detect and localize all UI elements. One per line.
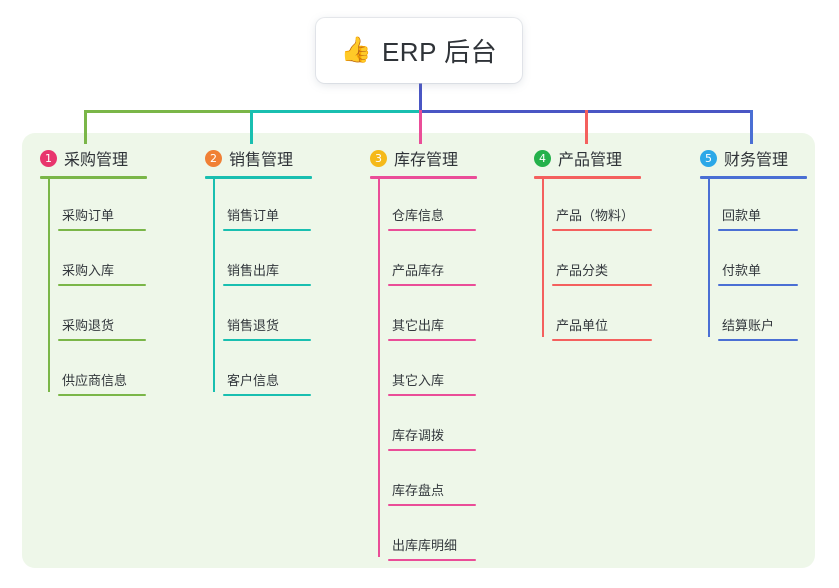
branch-leaf-rule — [58, 394, 146, 396]
branch-leaf-item[interactable]: 出库库明细 — [388, 535, 476, 561]
branch-number-badge: 4 — [534, 149, 551, 167]
branch-leaf-item[interactable]: 产品库存 — [388, 260, 476, 286]
branch-leaf-item[interactable]: 库存调拨 — [388, 425, 476, 451]
branch-leaf-item[interactable]: 供应商信息 — [58, 370, 146, 396]
thumbs-up-icon: 👍 — [340, 36, 372, 64]
branch-leaf-rule — [223, 284, 311, 286]
branch-number-badge: 1 — [40, 149, 57, 167]
branch-leaf-label: 产品单位 — [556, 318, 609, 333]
branch-leaf-item[interactable]: 销售出库 — [223, 260, 311, 286]
branch-leaf-rule — [388, 339, 476, 341]
branch-leaf-rule — [388, 229, 476, 231]
branch-leaf-item[interactable]: 采购退货 — [58, 315, 146, 341]
branch-header-rule — [205, 176, 312, 179]
branch-leaf-label: 产品库存 — [392, 263, 445, 278]
branch-leaf-item[interactable]: 产品（物料） — [552, 205, 652, 231]
branch-leaf-item[interactable]: 结算账户 — [718, 315, 798, 341]
branch-column-5: 5 财务管理 — [700, 146, 807, 179]
branch-column-4: 4 产品管理 — [534, 146, 641, 179]
branch-header-3[interactable]: 3 库存管理 — [370, 146, 477, 170]
branch-number-badge: 3 — [370, 149, 387, 167]
branch-leaf-rule — [718, 284, 798, 286]
branch-leaf-label: 出库库明细 — [392, 538, 458, 553]
branch-title: 财务管理 — [724, 152, 789, 169]
branch-leaf-item[interactable]: 仓库信息 — [388, 205, 476, 231]
branch-title: 产品管理 — [558, 152, 623, 169]
branch-leaf-label: 客户信息 — [227, 373, 280, 388]
branch-leaf-rule — [388, 559, 476, 561]
branch-leaf-rule — [718, 339, 798, 341]
branch-leaf-item[interactable]: 采购入库 — [58, 260, 146, 286]
branch-leaf-rule — [388, 394, 476, 396]
branch-header-2[interactable]: 2 销售管理 — [205, 146, 312, 170]
branch-leaf-label: 回款单 — [722, 208, 762, 223]
branch-leaf-label: 其它出库 — [392, 318, 445, 333]
branch-leaf-item[interactable]: 采购订单 — [58, 205, 146, 231]
branch-leaf-rule — [223, 229, 311, 231]
branch-title: 库存管理 — [394, 152, 459, 169]
branch-leaf-item[interactable]: 其它出库 — [388, 315, 476, 341]
root-node[interactable]: 👍 ERP 后台 — [316, 18, 522, 83]
branch-column-3: 3 库存管理 — [370, 146, 477, 179]
branch-number-badge: 5 — [700, 149, 717, 167]
branch-header-rule — [370, 176, 477, 179]
branch-leaf-rule — [58, 284, 146, 286]
branch-leaf-label: 供应商信息 — [62, 373, 128, 388]
branch-leaf-label: 结算账户 — [722, 318, 775, 333]
branch-leaf-label: 销售出库 — [227, 263, 280, 278]
branch-leaf-label: 付款单 — [722, 263, 762, 278]
branch-header-5[interactable]: 5 财务管理 — [700, 146, 807, 170]
branch-title: 销售管理 — [229, 152, 294, 169]
branch-leaf-label: 库存盘点 — [392, 483, 445, 498]
branch-leaf-label: 仓库信息 — [392, 208, 445, 223]
branch-leaf-label: 采购退货 — [62, 318, 115, 333]
branch-column-1: 1 采购管理 — [40, 146, 147, 179]
branch-title: 采购管理 — [64, 152, 129, 169]
branch-leaf-label: 销售退货 — [227, 318, 280, 333]
branch-header-rule — [700, 176, 807, 179]
branch-leaf-item[interactable]: 其它入库 — [388, 370, 476, 396]
branch-leaf-label: 产品分类 — [556, 263, 609, 278]
branch-header-1[interactable]: 1 采购管理 — [40, 146, 147, 170]
branch-leaf-label: 库存调拨 — [392, 428, 445, 443]
branch-leaf-rule — [388, 449, 476, 451]
branch-leaf-item[interactable]: 客户信息 — [223, 370, 311, 396]
branch-leaf-label: 销售订单 — [227, 208, 280, 223]
diagram-panel — [22, 133, 815, 568]
branch-leaf-label: 产品（物料） — [556, 208, 635, 223]
branch-leaf-rule — [552, 284, 652, 286]
branch-leaf-rule — [552, 229, 652, 231]
branch-leaf-item[interactable]: 产品单位 — [552, 315, 652, 341]
branch-leaf-label: 采购订单 — [62, 208, 115, 223]
branch-leaf-rule — [552, 339, 652, 341]
root-title: ERP 后台 — [381, 37, 498, 67]
branch-leaf-rule — [58, 339, 146, 341]
branch-leaf-rule — [223, 394, 311, 396]
branch-leaf-rule — [718, 229, 798, 231]
branch-leaf-rule — [388, 504, 476, 506]
branch-leaf-item[interactable]: 付款单 — [718, 260, 798, 286]
branch-leaf-rule — [58, 229, 146, 231]
branch-column-2: 2 销售管理 — [205, 146, 312, 179]
branch-number-badge: 2 — [205, 149, 222, 167]
branch-header-rule — [534, 176, 641, 179]
branch-header-rule — [40, 176, 147, 179]
branch-leaf-rule — [223, 339, 311, 341]
branch-leaf-item[interactable]: 销售退货 — [223, 315, 311, 341]
branch-leaf-rule — [388, 284, 476, 286]
branch-leaf-label: 采购入库 — [62, 263, 115, 278]
branch-header-4[interactable]: 4 产品管理 — [534, 146, 641, 170]
branch-leaf-label: 其它入库 — [392, 373, 445, 388]
branch-leaf-item[interactable]: 库存盘点 — [388, 480, 476, 506]
branch-leaf-item[interactable]: 销售订单 — [223, 205, 311, 231]
branch-leaf-item[interactable]: 产品分类 — [552, 260, 652, 286]
branch-leaf-item[interactable]: 回款单 — [718, 205, 798, 231]
